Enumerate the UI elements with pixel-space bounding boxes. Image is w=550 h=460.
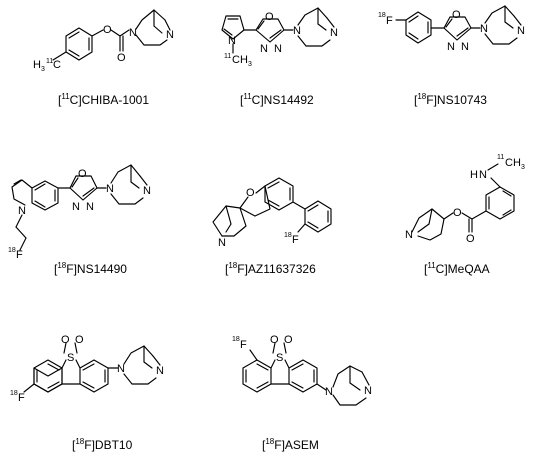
atom-o: O <box>75 334 84 346</box>
structure-dbt10: S O O 18 F N N <box>10 334 164 404</box>
atom-o: O <box>265 11 274 23</box>
atom-n: N <box>86 201 94 213</box>
atom-f: F <box>292 234 299 246</box>
compound-label-az11637326: [18F]AZ11637326 <box>225 261 316 276</box>
atom-o: O <box>453 207 462 219</box>
atom-n: N <box>330 27 338 39</box>
structure-meqaa: H N 11 CH 3 O O N <box>405 154 525 245</box>
compound-label-chiba-1001: [11C]CHIBA-1001 <box>58 92 150 107</box>
svg-text:3: 3 <box>248 61 252 68</box>
atom-n: N <box>461 41 469 53</box>
atom-f: F <box>386 15 393 27</box>
svg-text:11: 11 <box>46 58 53 65</box>
atom-n: N <box>18 205 26 217</box>
svg-text:11: 11 <box>224 53 231 60</box>
svg-text:CH: CH <box>232 54 248 66</box>
atom-s: S <box>67 352 74 364</box>
structure-ns14490: N 18 F O N N N N <box>8 164 151 261</box>
svg-text:C: C <box>53 59 61 71</box>
atom-n: N <box>517 25 525 37</box>
atom-n: N <box>260 43 268 55</box>
structure-ns14492: N 11 CH 3 O N N N N <box>221 7 338 68</box>
atom-o: O <box>284 334 293 346</box>
atom-n: N <box>228 35 236 47</box>
atom-o: O <box>103 24 112 36</box>
atom-n: N <box>106 183 114 195</box>
svg-text:3: 3 <box>41 66 45 73</box>
atom-h: H <box>470 169 478 181</box>
atom-n: N <box>405 229 413 241</box>
atom-n: N <box>293 25 301 37</box>
atom-n: N <box>325 386 333 398</box>
svg-text:18: 18 <box>10 390 18 397</box>
compound-label-ns14492: [11C]NS14492 <box>240 92 314 107</box>
svg-text:CH: CH <box>505 157 521 169</box>
atom-h3: H <box>33 59 41 71</box>
svg-text:18: 18 <box>378 12 386 19</box>
atom-o: O <box>452 9 461 21</box>
atom-n: N <box>218 237 226 249</box>
compound-label-asem: [18F]ASEM <box>262 437 319 452</box>
atom-f: F <box>18 392 25 404</box>
atom-n: N <box>447 41 455 53</box>
structure-az11637326: O N 18 F <box>212 177 332 249</box>
compound-label-ns14490: [18F]NS14490 <box>54 261 127 276</box>
atom-n: N <box>166 29 174 41</box>
svg-text:18: 18 <box>8 247 16 254</box>
structure-ns10743: 18 F O N N N N <box>378 5 525 53</box>
atom-n: N <box>156 365 164 377</box>
atom-n: N <box>274 43 282 55</box>
svg-text:18: 18 <box>232 336 240 343</box>
atom-n: N <box>129 27 137 39</box>
atom-o: O <box>246 187 255 199</box>
structure-chiba-1001: H 3 11 C O O N N <box>33 9 174 73</box>
svg-text:18: 18 <box>284 232 292 239</box>
atom-f: F <box>240 339 247 351</box>
atom-n: N <box>72 201 80 213</box>
svg-text:11: 11 <box>497 154 504 161</box>
compound-label-meqaa: [11C]MeQAA <box>424 261 490 276</box>
atom-o: O <box>117 52 126 64</box>
atom-f: F <box>16 249 23 261</box>
atom-o: O <box>466 233 475 245</box>
atom-n: N <box>117 363 125 375</box>
atom-n: N <box>480 23 488 35</box>
atom-n: N <box>143 185 151 197</box>
structure-asem: 18 F S O O N N <box>232 334 372 406</box>
atom-n: N <box>364 385 372 397</box>
atom-o: O <box>270 334 279 346</box>
atom-n: N <box>479 169 487 181</box>
compound-label-ns10743: [18F]NS10743 <box>414 92 487 107</box>
atom-o: O <box>78 168 87 180</box>
atom-s: S <box>276 352 283 364</box>
compound-label-dbt10: [18F]DBT10 <box>72 437 133 452</box>
svg-text:3: 3 <box>521 164 525 171</box>
atom-o: O <box>61 334 70 346</box>
